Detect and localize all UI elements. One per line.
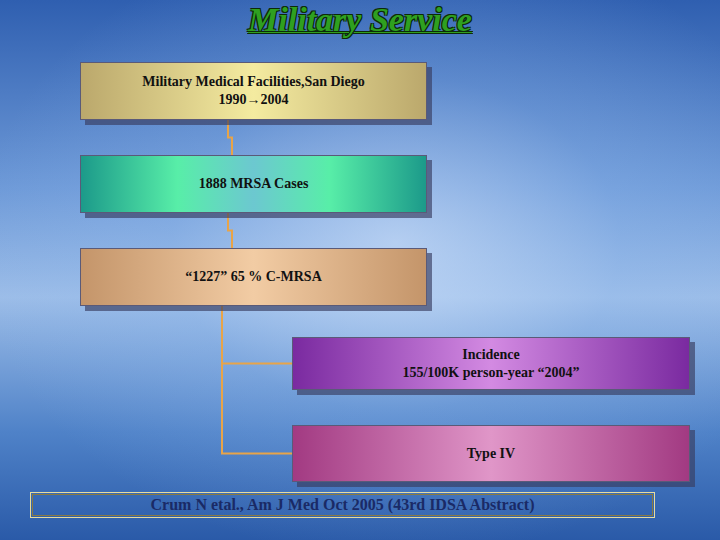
box-text: 1990→2004 xyxy=(219,91,289,109)
box-text: Type IV xyxy=(467,445,515,463)
caption-frame: Crum N etal., Am J Med Oct 2005 (43rd ID… xyxy=(30,492,655,518)
box-text: 1888 MRSA Cases xyxy=(199,175,309,193)
process-box: Incidence155/100K person-year “2004” xyxy=(292,337,690,390)
process-box: “1227” 65 % C-MRSA xyxy=(80,248,427,306)
process-box: Type IV xyxy=(292,425,690,482)
connector-line xyxy=(222,306,292,454)
connector-line xyxy=(222,306,292,364)
connector-line xyxy=(228,120,232,155)
process-box: 1888 MRSA Cases xyxy=(80,155,427,213)
box-text: Incidence xyxy=(462,346,520,364)
box-text: 155/100K person-year “2004” xyxy=(402,364,579,382)
box-text: Military Medical Facilities,San Diego xyxy=(142,73,364,91)
connector-line xyxy=(228,213,232,248)
box-text: “1227” 65 % C-MRSA xyxy=(185,268,322,286)
citation-caption: Crum N etal., Am J Med Oct 2005 (43rd ID… xyxy=(151,496,535,514)
process-box: Military Medical Facilities,San Diego199… xyxy=(80,62,427,120)
slide-title: Military Service xyxy=(0,0,720,40)
